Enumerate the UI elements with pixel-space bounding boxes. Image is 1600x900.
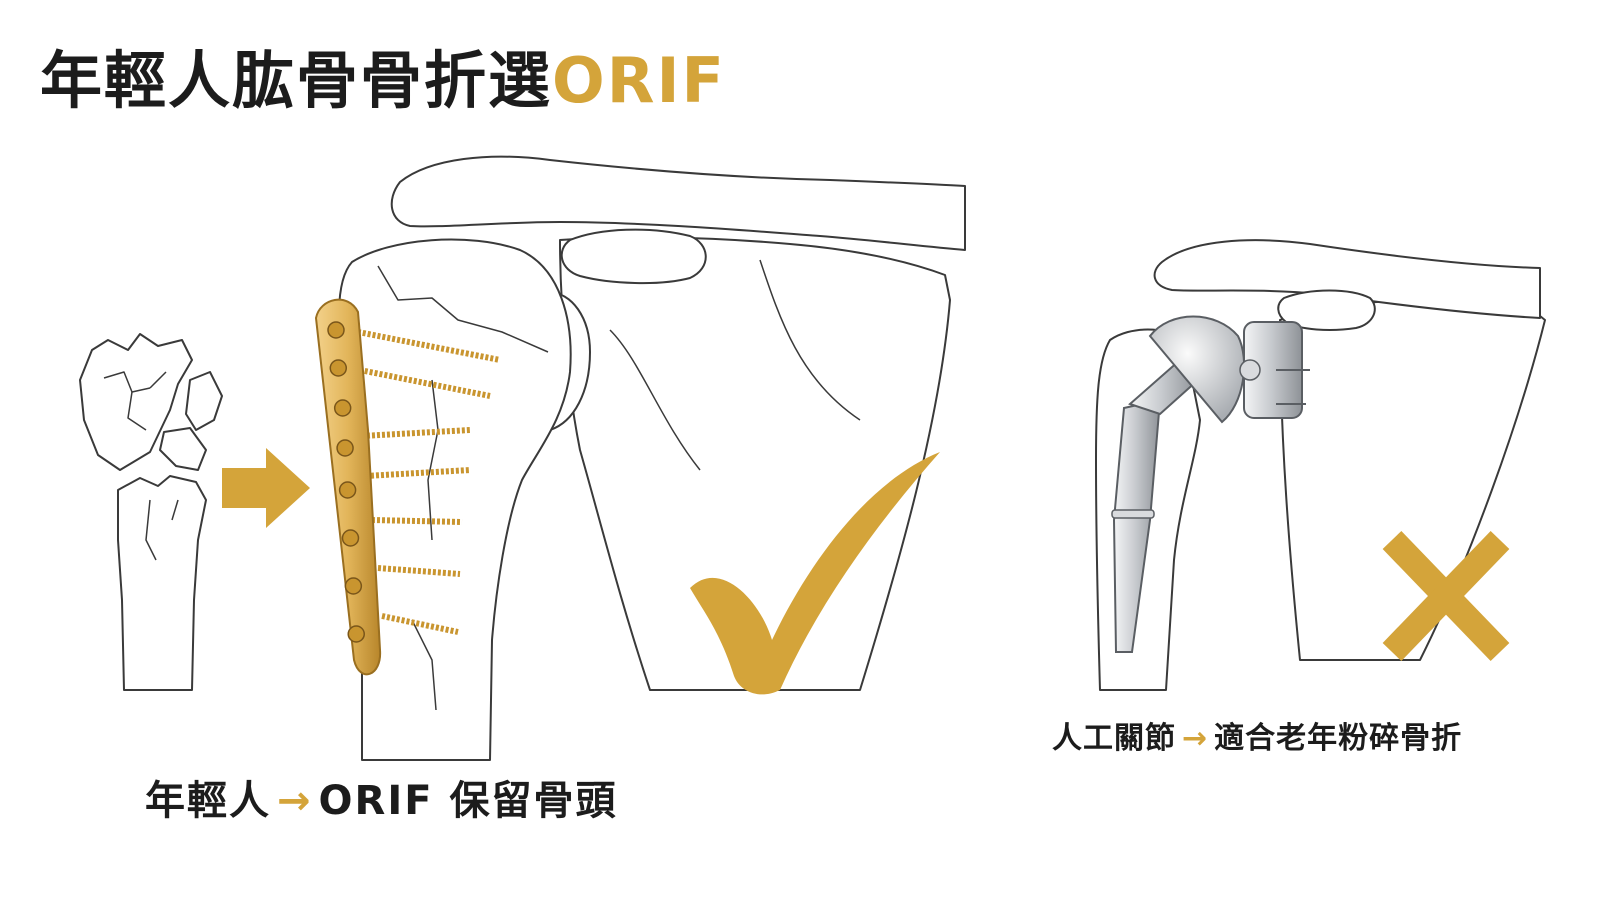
fracture-fragment-head	[79, 333, 193, 471]
plate-hole	[327, 321, 345, 339]
scapula-right	[1279, 297, 1546, 661]
prosthesis-head	[1148, 315, 1245, 424]
title-accent: ORIF	[552, 44, 726, 117]
humerus-shaft-left	[117, 475, 207, 691]
plate-screw	[365, 467, 471, 479]
plate-screw	[381, 613, 459, 635]
locking-plate	[314, 298, 501, 676]
plate-hole	[347, 625, 365, 643]
plate-screw	[347, 327, 501, 363]
plate-hole	[329, 359, 348, 377]
acromion	[560, 228, 707, 285]
humeral-prosthesis	[1111, 315, 1310, 653]
plate-hole	[338, 481, 357, 499]
caption-elderly-suffix: 適合老年粉碎骨折	[1214, 721, 1463, 756]
fracture-fragment-neck	[159, 427, 207, 471]
plate-hole	[333, 399, 352, 417]
plate-screw	[371, 517, 463, 525]
plate-screw	[377, 565, 461, 577]
plate-screws	[347, 327, 501, 635]
plate-hole	[344, 577, 363, 595]
plate-hole	[336, 439, 354, 457]
plate-screw	[361, 427, 471, 439]
clavicle-right	[1153, 239, 1541, 319]
caption-young-prefix: 年輕人	[145, 778, 271, 824]
scapula	[559, 236, 951, 691]
x-mark-icon	[1382, 530, 1510, 662]
caption-young-arrow: →	[277, 778, 313, 824]
caption-elderly-arrow: →	[1182, 721, 1209, 756]
prosthesis-collar	[1111, 509, 1155, 519]
caption-young-orif: 年輕人→ORIF 保留骨頭	[145, 768, 617, 826]
caption-young-suffix: ORIF 保留骨頭	[318, 778, 618, 824]
fracture-fragment-tuberosity	[185, 371, 223, 431]
plate-hole	[341, 529, 360, 547]
arrow-right-icon	[222, 448, 310, 528]
page-title: 年輕人肱骨骨折選ORIF	[40, 30, 726, 120]
caption-elderly-prefix: 人工關節	[1052, 721, 1176, 756]
plate-holes	[327, 321, 365, 643]
title-main: 年輕人肱骨骨折選	[40, 44, 553, 117]
fractured-humerus	[79, 333, 223, 691]
caption-elderly-arthroplasty: 人工關節→適合老年粉碎骨折	[1052, 713, 1462, 757]
glenoid-component	[1239, 321, 1310, 419]
checkmark-icon	[690, 452, 940, 695]
shoulder-orif	[337, 155, 966, 761]
clavicle	[390, 155, 966, 251]
plate-screw	[349, 365, 491, 399]
acromion-right	[1277, 289, 1376, 331]
